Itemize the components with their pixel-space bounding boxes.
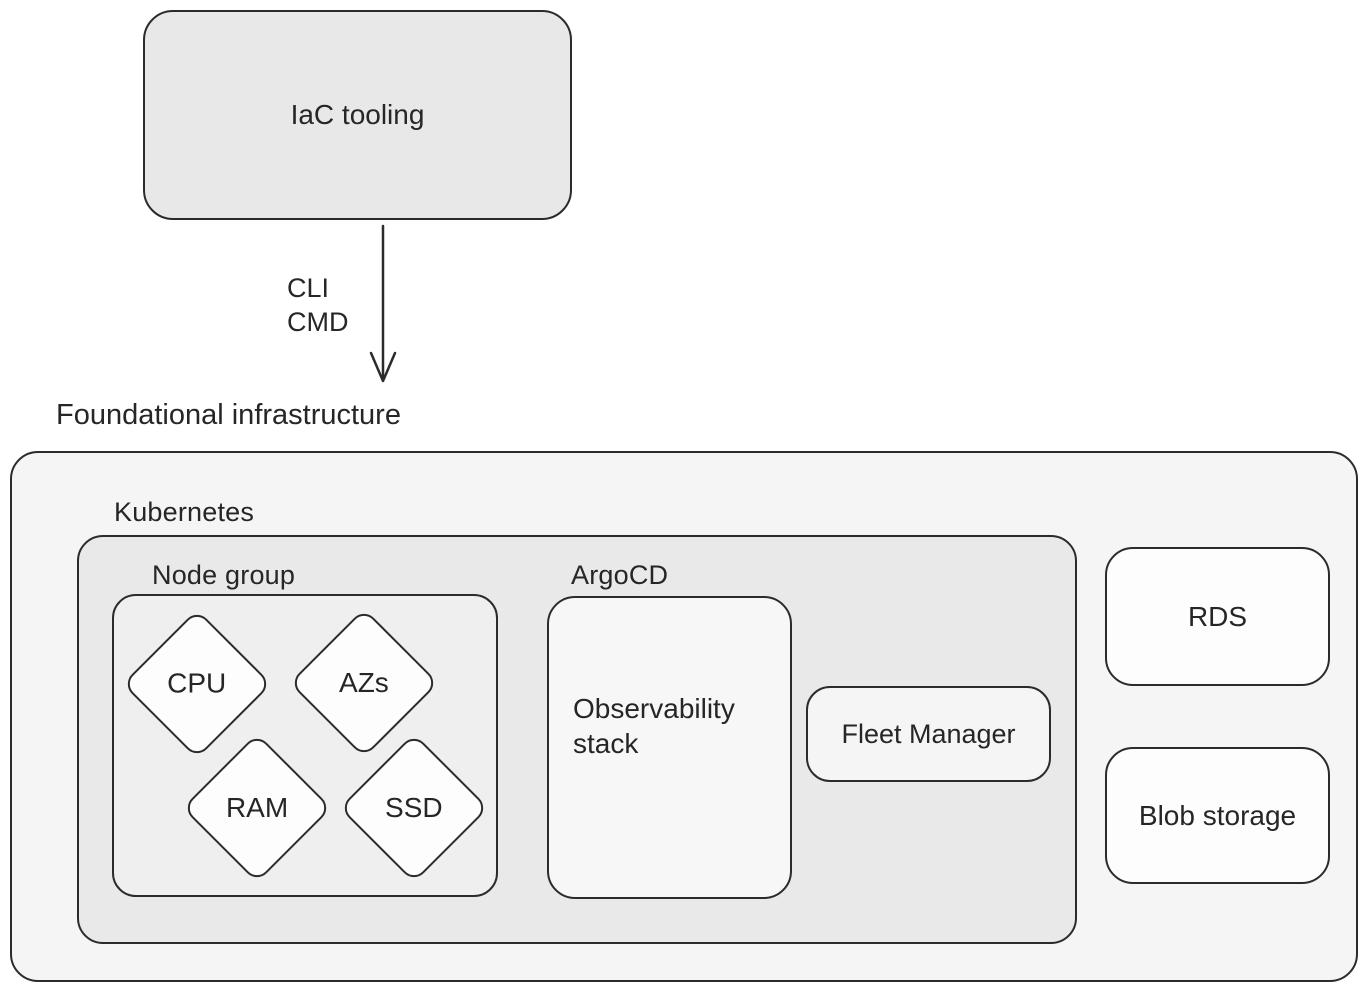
ram-label: RAM bbox=[225, 791, 289, 823]
diamond-azs: AZs bbox=[289, 608, 439, 758]
rds-node: RDS bbox=[1105, 547, 1330, 686]
rds-label: RDS bbox=[1187, 600, 1248, 632]
blob-storage-label: Blob storage bbox=[1138, 799, 1297, 831]
node-group-label: Node group bbox=[152, 560, 296, 590]
observability-stack-label: Observability stack bbox=[573, 692, 735, 759]
iac-tooling-label: IaC tooling bbox=[290, 99, 425, 130]
fleet-manager-node: Fleet Manager bbox=[806, 686, 1051, 782]
node-group-container: CPU AZs RAM SSD bbox=[112, 594, 498, 897]
ssd-label: SSD bbox=[385, 791, 443, 823]
diamond-ssd: SSD bbox=[339, 733, 489, 883]
iac-tooling-node: IaC tooling bbox=[143, 10, 572, 220]
cpu-label: CPU bbox=[167, 668, 227, 699]
arrow-label: CLI CMD bbox=[287, 271, 349, 339]
kubernetes-label: Kubernetes bbox=[114, 497, 255, 527]
blob-storage-node: Blob storage bbox=[1105, 747, 1330, 884]
kubernetes-container: Node group CPU AZs RAM SSD ArgoCD Ob bbox=[77, 535, 1077, 944]
foundational-infrastructure-title: Foundational infrastructure bbox=[56, 399, 401, 431]
diamond-cpu: CPU bbox=[122, 609, 272, 759]
observability-stack-node: Observability stack bbox=[547, 596, 792, 899]
arrow-label-cli: CLI bbox=[287, 273, 330, 303]
arrow-down-icon bbox=[369, 224, 397, 383]
diamond-ram: RAM bbox=[182, 733, 332, 883]
argocd-label: ArgoCD bbox=[571, 560, 669, 590]
fleet-manager-label: Fleet Manager bbox=[841, 718, 1016, 749]
azs-label: AZs bbox=[339, 667, 389, 698]
arrow-label-cmd: CMD bbox=[287, 307, 349, 337]
foundational-infrastructure-container: Kubernetes Node group CPU AZs RAM SSD Ar… bbox=[10, 451, 1358, 982]
